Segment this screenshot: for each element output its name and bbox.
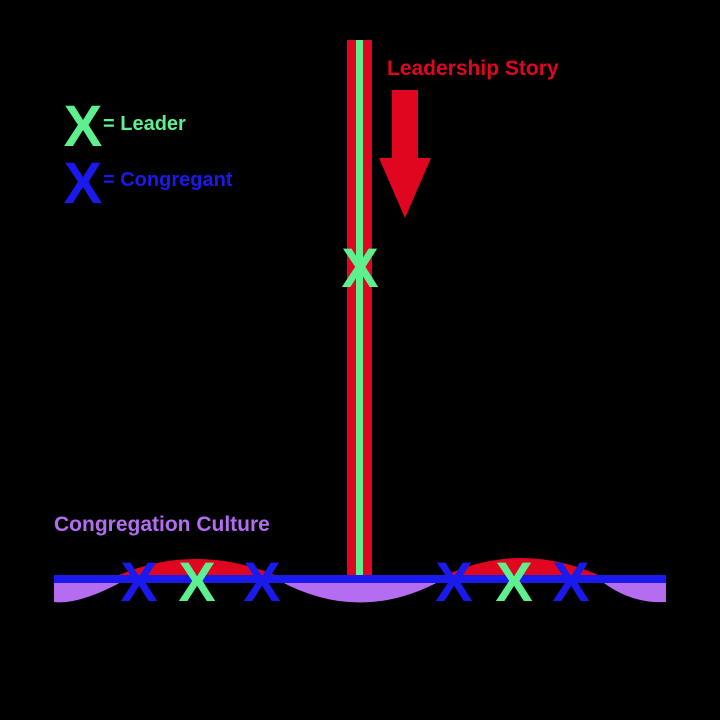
congregant-legend-label: = Congregant bbox=[103, 169, 233, 191]
story-mound-left bbox=[112, 559, 282, 578]
leader-mark-on-pole: X bbox=[341, 236, 378, 299]
congregant-mark: X bbox=[552, 550, 589, 613]
leadership-pole-core bbox=[356, 40, 363, 578]
leader-legend-mark: X bbox=[64, 94, 103, 159]
congregant-legend-mark: X bbox=[64, 151, 103, 216]
leader-mark: X bbox=[495, 550, 532, 613]
culture-lens-left bbox=[54, 580, 125, 603]
leader-mark: X bbox=[178, 550, 215, 613]
leader-legend-label: = Leader bbox=[103, 113, 186, 135]
congregant-mark: X bbox=[243, 550, 280, 613]
story-mound-right bbox=[440, 558, 605, 578]
congregation-culture-label: Congregation Culture bbox=[54, 513, 270, 536]
congregant-mark: X bbox=[120, 550, 157, 613]
congregant-mark: X bbox=[435, 550, 472, 613]
culture-baseline bbox=[54, 575, 666, 583]
culture-lens-center bbox=[278, 580, 442, 603]
leadership-story-label: Leadership Story bbox=[387, 57, 559, 80]
down-arrow-icon bbox=[379, 90, 431, 218]
culture-lens-right bbox=[600, 580, 666, 603]
